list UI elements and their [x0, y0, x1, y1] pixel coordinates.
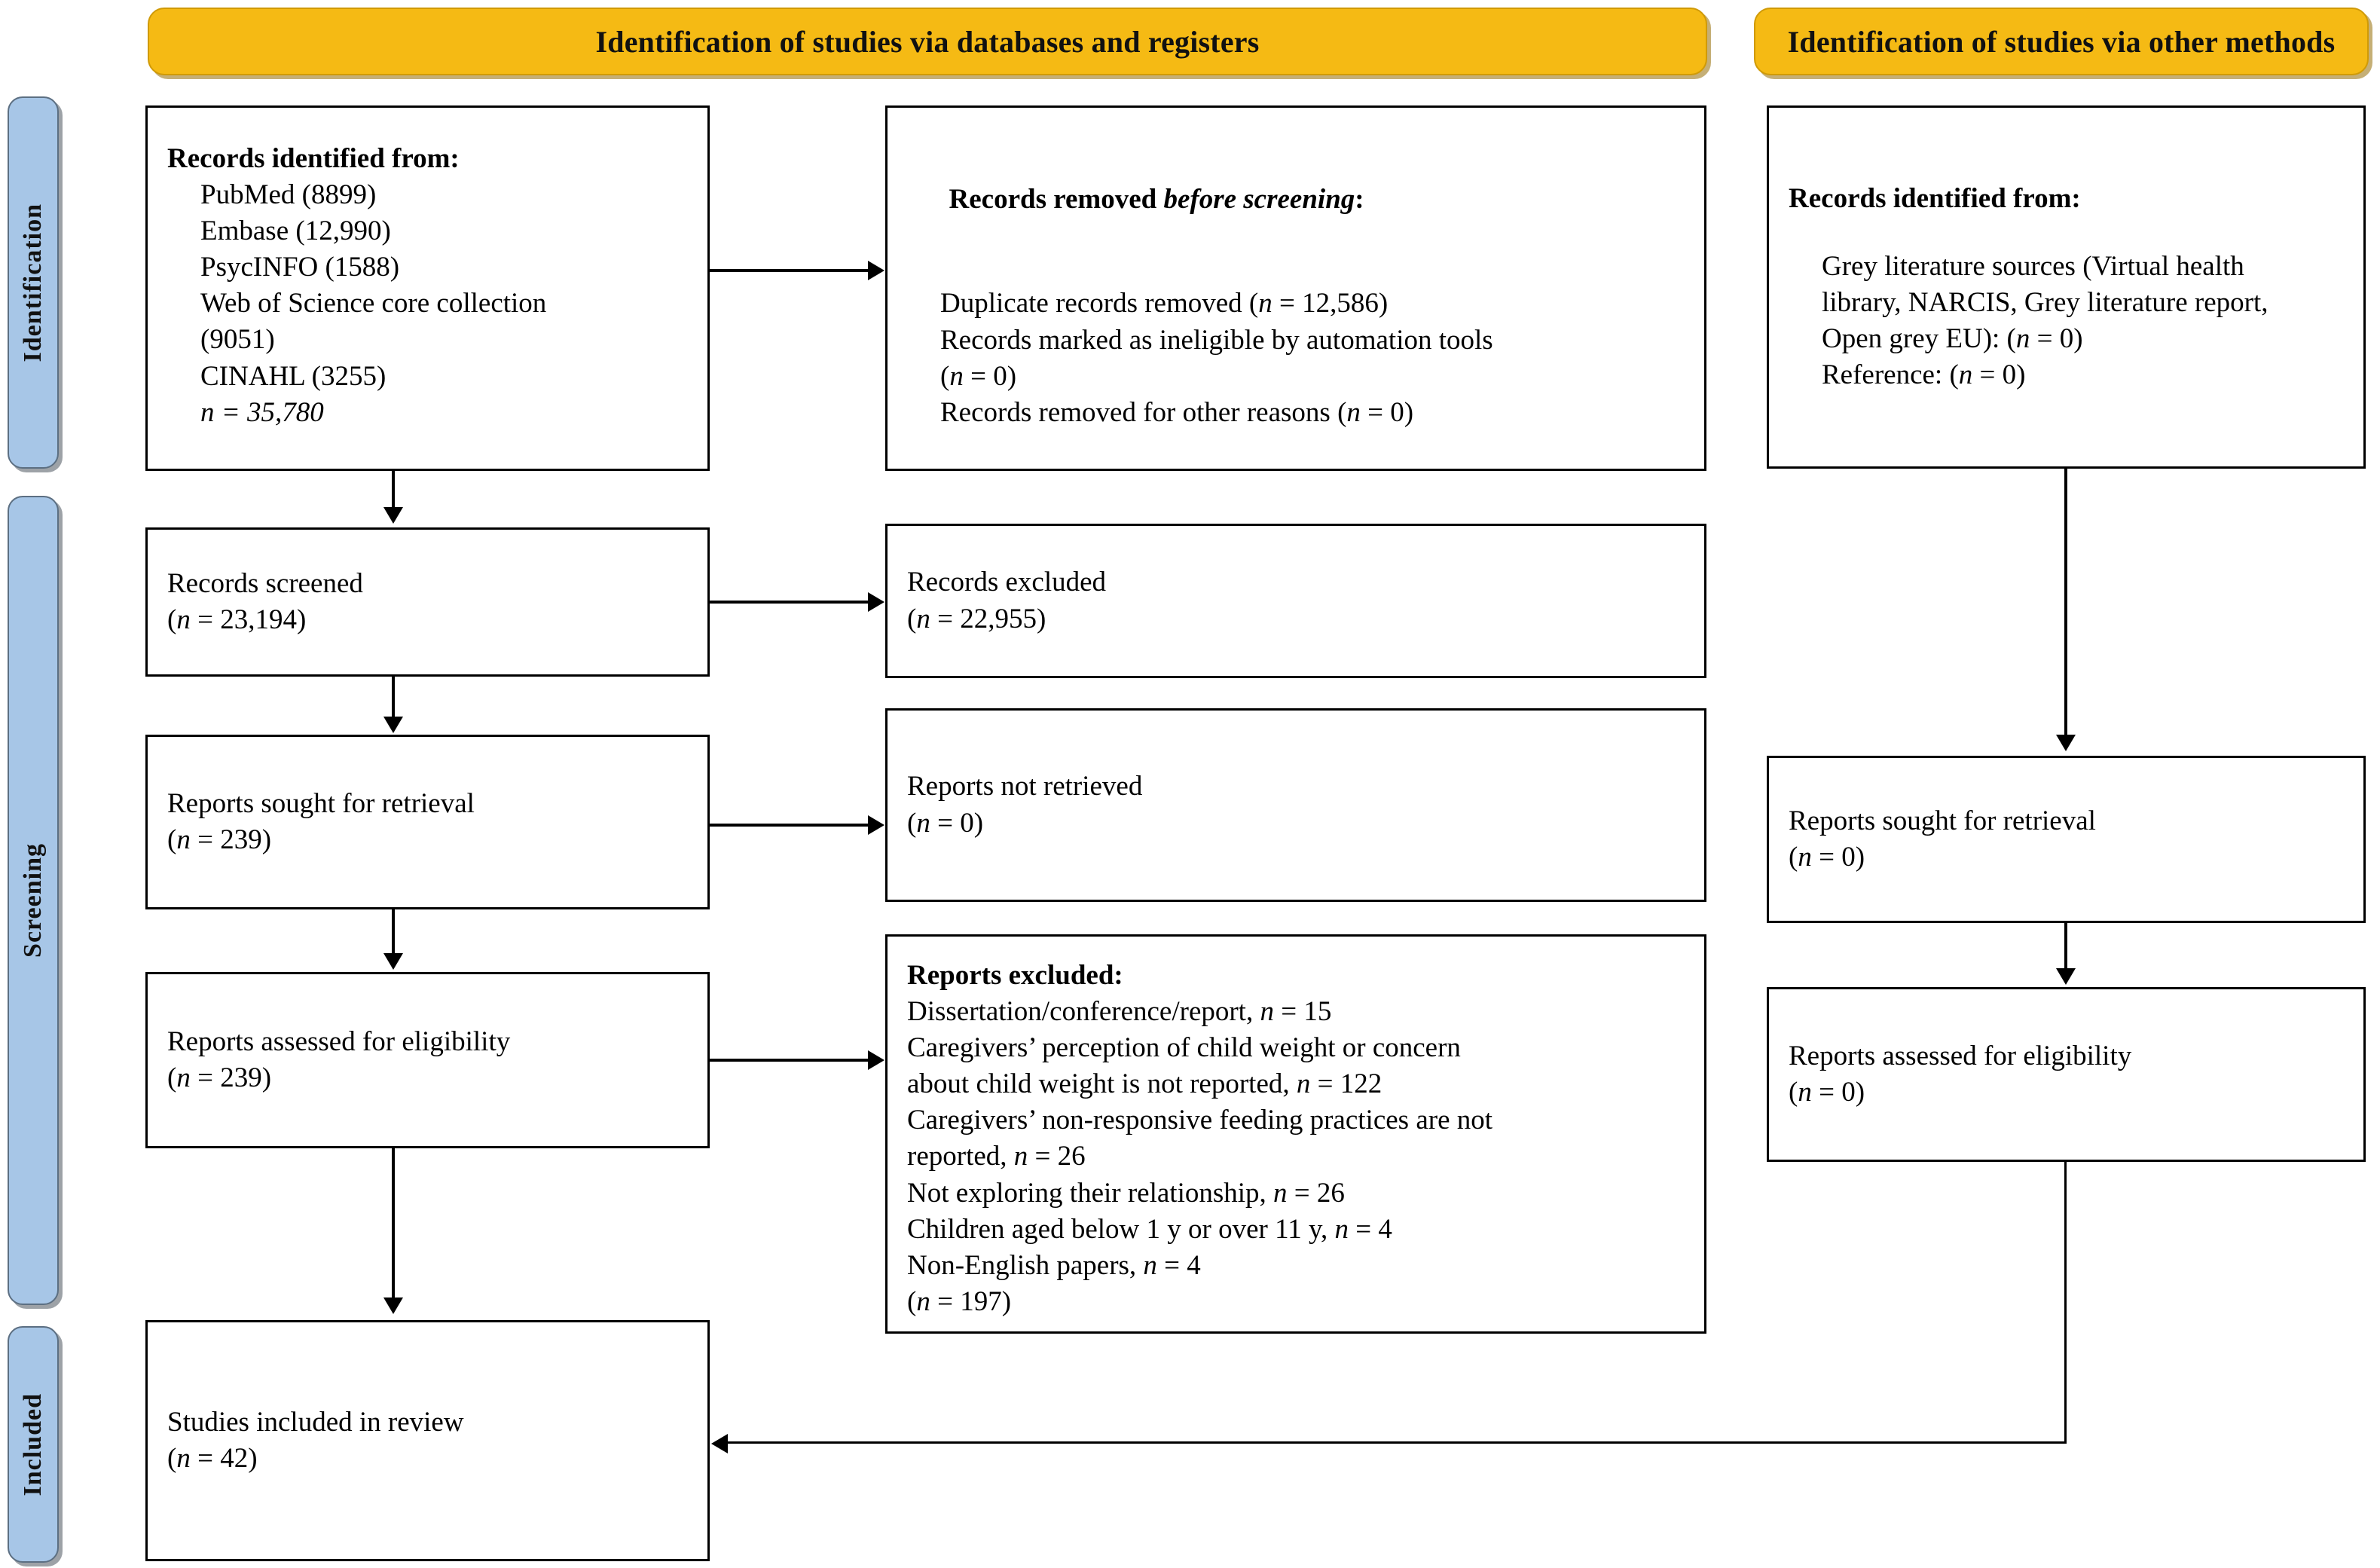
records-removed-title-colon: : — [1355, 184, 1364, 215]
connector-assessed-to-excluded — [710, 1059, 869, 1062]
box-reports-not-retrieved: Reports not retrieved (n = 0) — [885, 708, 1706, 902]
records-identified-db-source-2: PsycINFO (1588) — [200, 252, 400, 283]
connector-other-to-included-vertical — [2064, 1162, 2067, 1443]
records-identified-db-source-3: Web of Science core collection — [200, 288, 547, 319]
records-removed-title: Records removed before screening: — [907, 145, 1685, 254]
reports-excluded-line-8: (n = 197) — [907, 1285, 1012, 1317]
records-removed-line-2: (n = 0) — [940, 360, 1017, 392]
arrowhead-sought-other-to-assessed-other — [2056, 968, 2076, 985]
arrowhead-other-identified-to-sought — [2056, 735, 2076, 751]
reports-excluded-title: Reports excluded: — [907, 960, 1123, 991]
connector-other-to-included-horizontal — [728, 1441, 2067, 1444]
studies-included-line2: (n = 42) — [167, 1443, 258, 1474]
records-identified-db-total: n = 35,780 — [200, 396, 324, 428]
connector-screened-to-excluded — [710, 601, 869, 604]
box-reports-assessed-other: Reports assessed for eligibility (n = 0) — [1767, 987, 2366, 1162]
header-databases-registers: Identification of studies via databases … — [148, 8, 1707, 75]
stage-label-identification: Identification — [8, 96, 59, 469]
connector-assessed-to-included — [392, 1148, 395, 1299]
box-records-screened: Records screened (n = 23,194) — [145, 527, 710, 677]
header-other-methods: Identification of studies via other meth… — [1754, 8, 2369, 75]
arrowhead-screened-to-excluded — [868, 592, 884, 612]
records-identified-db-source-4: (9051) — [200, 324, 275, 356]
records-removed-title-italic: before screening — [1163, 184, 1355, 215]
records-identified-other-line-3: Reference: (n = 0) — [1822, 359, 2026, 391]
box-reports-sought-databases: Reports sought for retrieval (n = 239) — [145, 735, 710, 909]
stage-label-screening-text: Screening — [19, 843, 47, 958]
box-records-removed-before-screening: Records removed before screening: Duplic… — [885, 105, 1706, 471]
reports-excluded-line-6: Children aged below 1 y or over 11 y, n … — [907, 1213, 1392, 1245]
reports-excluded-line-7: Non-English papers, n = 4 — [907, 1249, 1201, 1281]
arrowhead-other-to-included — [711, 1434, 728, 1453]
arrowhead-identified-to-screened — [383, 507, 403, 524]
header-other-methods-label: Identification of studies via other meth… — [1787, 24, 2336, 59]
stage-label-identification-text: Identification — [19, 203, 47, 362]
reports-excluded-line-1: Caregivers’ perception of child weight o… — [907, 1032, 1461, 1064]
records-removed-line-3: Records removed for other reasons (n = 0… — [940, 396, 1414, 428]
studies-included-line1: Studies included in review — [167, 1406, 464, 1438]
connector-other-identified-to-sought — [2064, 469, 2067, 736]
reports-excluded-line-5: Not exploring their relationship, n = 26 — [907, 1177, 1345, 1209]
reports-not-retrieved-line1: Reports not retrieved — [907, 771, 1143, 802]
records-identified-db-source-5: CINAHL (3255) — [200, 360, 386, 392]
reports-not-retrieved-line2: (n = 0) — [907, 807, 984, 839]
reports-assessed-other-line2: (n = 0) — [1789, 1077, 1865, 1108]
connector-sought-to-not-retrieved — [710, 824, 869, 827]
records-identified-other-line-0: Grey literature sources (Virtual health — [1822, 250, 2244, 282]
box-studies-included: Studies included in review (n = 42) — [145, 1320, 710, 1561]
arrowhead-sought-to-assessed — [383, 953, 403, 970]
arrowhead-assessed-to-included — [383, 1297, 403, 1314]
records-removed-title-plain: Records removed — [949, 184, 1164, 215]
connector-sought-to-assessed — [392, 909, 395, 955]
connector-screened-to-sought — [392, 677, 395, 718]
arrowhead-identified-to-removed — [868, 261, 884, 280]
arrowhead-assessed-to-excluded — [868, 1050, 884, 1070]
arrowhead-sought-to-not-retrieved — [868, 815, 884, 835]
reports-sought-other-line2: (n = 0) — [1789, 842, 1865, 873]
records-removed-line-0: Duplicate records removed (n = 12,586) — [940, 288, 1389, 319]
connector-identified-to-screened — [392, 471, 395, 509]
records-identified-other-line-1: library, NARCIS, Grey literature report, — [1822, 286, 2268, 318]
records-excluded-line2: (n = 22,955) — [907, 603, 1046, 634]
box-reports-excluded: Reports excluded: Dissertation/conferenc… — [885, 934, 1706, 1334]
reports-assessed-db-line1: Reports assessed for eligibility — [167, 1025, 511, 1057]
reports-excluded-line-0: Dissertation/conference/report, n = 15 — [907, 996, 1332, 1028]
reports-sought-other-line1: Reports sought for retrieval — [1789, 805, 2096, 836]
reports-excluded-line-2: about child weight is not reported, n = … — [907, 1068, 1382, 1100]
reports-sought-db-line1: Reports sought for retrieval — [167, 787, 475, 819]
reports-sought-db-line2: (n = 239) — [167, 824, 272, 855]
records-removed-line-1: Records marked as ineligible by automati… — [940, 324, 1493, 356]
box-records-identified-other: Records identified from: Grey literature… — [1767, 105, 2366, 469]
records-identified-other-line-2: Open grey EU): (n = 0) — [1822, 323, 2083, 355]
stage-label-included-text: Included — [19, 1392, 47, 1496]
reports-assessed-other-line1: Reports assessed for eligibility — [1789, 1040, 2132, 1071]
connector-sought-other-to-assessed-other — [2064, 923, 2067, 970]
box-reports-assessed-databases: Reports assessed for eligibility (n = 23… — [145, 972, 710, 1148]
connector-identified-to-removed — [710, 269, 869, 272]
stage-label-screening: Screening — [8, 496, 59, 1305]
records-identified-other-title: Records identified from: — [1789, 182, 2081, 214]
records-excluded-line1: Records excluded — [907, 567, 1107, 598]
header-databases-label: Identification of studies via databases … — [595, 24, 1260, 59]
records-screened-line2: (n = 23,194) — [167, 604, 307, 635]
records-screened-line1: Records screened — [167, 567, 363, 599]
box-records-excluded: Records excluded (n = 22,955) — [885, 524, 1706, 678]
records-identified-db-source-0: PubMed (8899) — [200, 179, 377, 211]
reports-excluded-line-3: Caregivers’ non-responsive feeding pract… — [907, 1105, 1493, 1136]
arrowhead-screened-to-sought — [383, 717, 403, 733]
reports-excluded-line-4: reported, n = 26 — [907, 1141, 1086, 1172]
stage-label-included: Included — [8, 1326, 59, 1563]
reports-assessed-db-line2: (n = 239) — [167, 1062, 272, 1093]
records-identified-db-source-1: Embase (12,990) — [200, 215, 391, 247]
records-identified-db-title: Records identified from: — [167, 143, 460, 174]
box-reports-sought-other: Reports sought for retrieval (n = 0) — [1767, 756, 2366, 923]
box-records-identified-databases: Records identified from: PubMed (8899) E… — [145, 105, 710, 471]
